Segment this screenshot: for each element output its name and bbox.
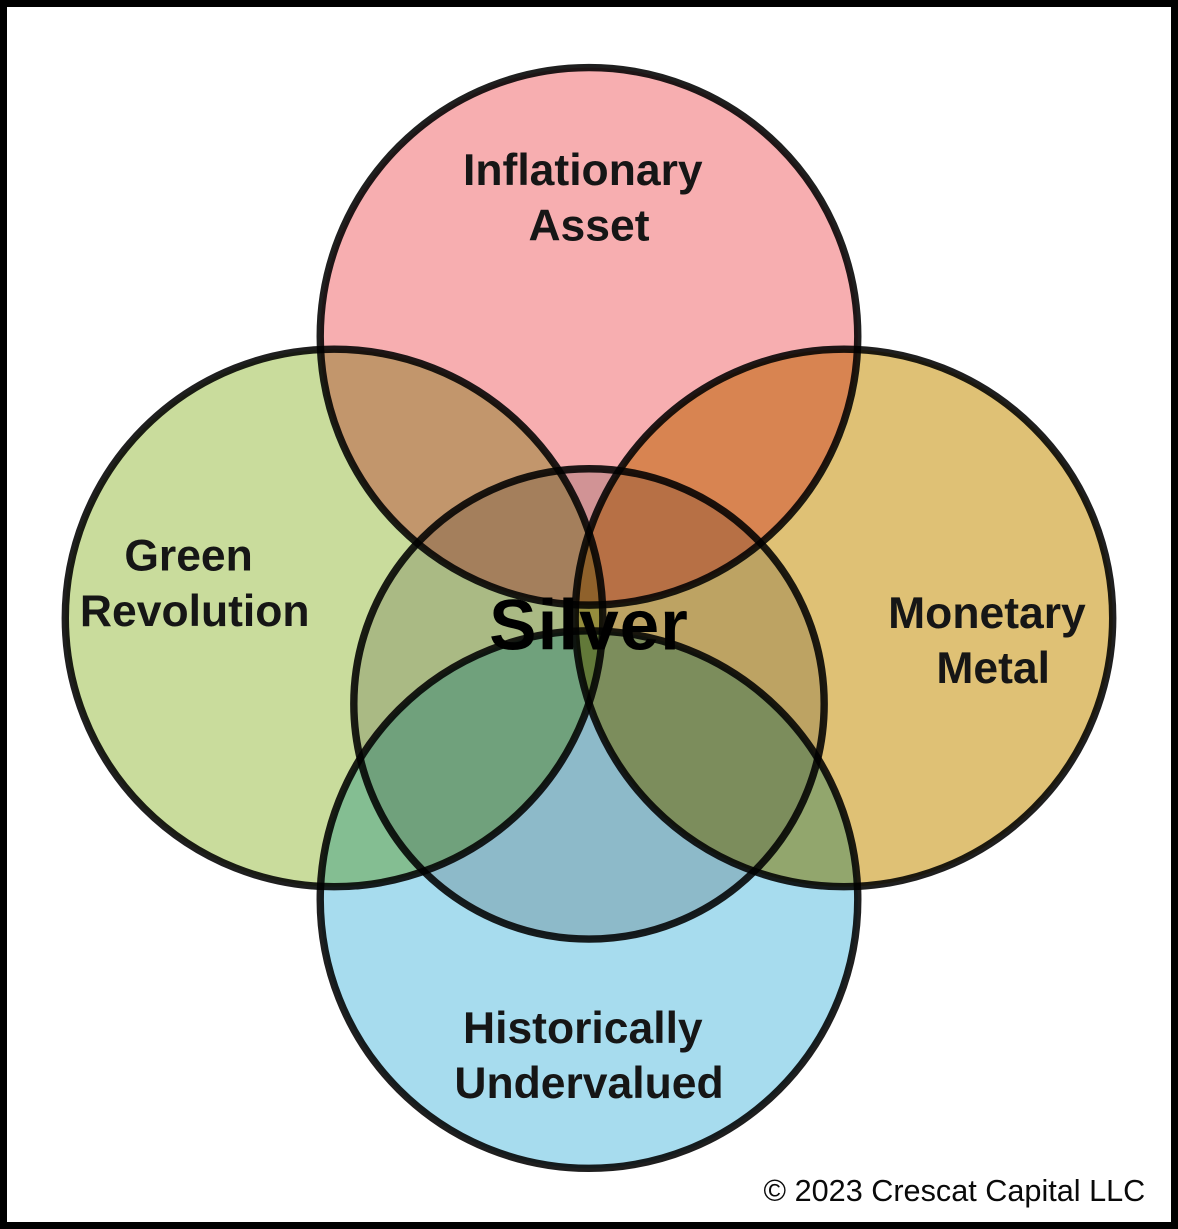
label-silver: Silver (489, 587, 689, 666)
label-inflationary-asset-line2: Asset (528, 201, 649, 250)
label-monetary-metal: Monetary Metal (888, 589, 1098, 693)
label-green-revolution-line1: Green (124, 532, 252, 581)
label-historically-undervalued-line1: Historically (463, 1004, 703, 1053)
label-monetary-metal-line2: Metal (936, 644, 1050, 693)
venn-circles (61, 63, 1117, 1173)
label-historically-undervalued-line2: Undervalued (454, 1059, 723, 1108)
label-inflationary-asset-line1: Inflationary (463, 146, 703, 195)
copyright-text: © 2023 Crescat Capital LLC (764, 1174, 1146, 1208)
label-monetary-metal-line1: Monetary (888, 589, 1086, 638)
label-inflationary-asset: Inflationary Asset (463, 146, 715, 250)
circle-silver-center (350, 465, 828, 943)
venn-diagram: Inflationary Asset Green Revolution Mone… (61, 63, 1145, 1208)
label-historically-undervalued: Historically Undervalued (454, 1004, 723, 1108)
label-green-revolution: Green Revolution (80, 532, 310, 636)
label-green-revolution-line2: Revolution (80, 587, 310, 636)
venn-labels: Inflationary Asset Green Revolution Mone… (80, 146, 1145, 1208)
